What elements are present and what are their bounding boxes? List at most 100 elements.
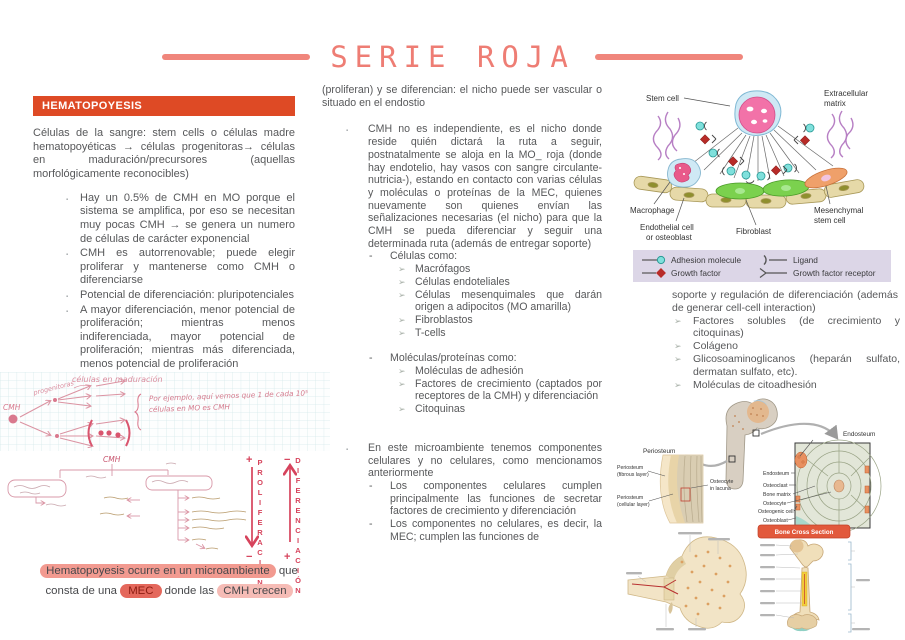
periosteum-strip-labels: Periosteum (fibrous layer) Periosteum (c… bbox=[617, 465, 733, 508]
illegible-handwriting bbox=[13, 462, 189, 507]
list-item: Moléculas de adhesión bbox=[322, 365, 602, 378]
sketch-drawing: CMH células en maduración progenitoras P… bbox=[0, 372, 330, 563]
middle-column: (proliferan) y se diferencian: el nicho … bbox=[322, 84, 602, 544]
periosteum-strip bbox=[659, 454, 704, 524]
svg-text:Osteocyte: Osteocyte bbox=[710, 479, 733, 485]
list-item: Glicosoaminoglicanos (heparán sulfato, d… bbox=[610, 353, 900, 379]
svg-text:−: − bbox=[246, 551, 252, 563]
svg-text:Osteoclast: Osteoclast bbox=[763, 483, 788, 489]
svg-text:(fibrous layer): (fibrous layer) bbox=[617, 472, 649, 478]
growth-factor-icon bbox=[642, 267, 666, 278]
niche-labels: Stem cell Extracellular matrix Macrophag… bbox=[630, 89, 868, 242]
sketch-note-line2: células en MO es CMH bbox=[149, 402, 231, 414]
mesenchymal-label-1: Mesenchymal bbox=[814, 206, 864, 215]
continuation-paragraph: soporte y regulación de diferenciación (… bbox=[672, 289, 898, 314]
svg-text:Bone matrix: Bone matrix bbox=[763, 492, 791, 498]
middle-intro-paragraph: (proliferan) y se diferencian: el nicho … bbox=[322, 84, 602, 109]
list-item: Hay un 0.5% de CMH en MO porque el siste… bbox=[33, 192, 295, 246]
svg-text:+: + bbox=[246, 454, 252, 466]
legend-gf-receptor: Growth factor receptor bbox=[759, 268, 883, 278]
left-intro-paragraph: Células de la sangre: stem cells o célul… bbox=[33, 127, 295, 181]
list-item: Células mesenquimales que darán origen a… bbox=[322, 289, 602, 314]
title-rule-left bbox=[162, 54, 311, 60]
sketch-dots-parens bbox=[87, 419, 131, 447]
svg-text:in lacuna: in lacuna bbox=[710, 486, 731, 492]
adhesion-molecules bbox=[695, 121, 815, 184]
endosteum-arrow-label: Endosteum bbox=[843, 431, 875, 438]
bone-longitudinal-section bbox=[626, 532, 747, 631]
macrophage-cell bbox=[667, 158, 701, 188]
svg-text:Osteocyte: Osteocyte bbox=[763, 501, 786, 507]
list-item: Los componentes no celulares, es decir, … bbox=[322, 518, 602, 543]
legend-ligand: Ligand bbox=[759, 254, 883, 265]
bone-shape bbox=[627, 536, 747, 629]
sketch-brace bbox=[133, 393, 142, 431]
bone-cross-section-badge: Bone Cross Section bbox=[757, 524, 851, 539]
svg-text:Periosteum: Periosteum bbox=[617, 465, 643, 471]
highlight-mec: MEC bbox=[120, 584, 162, 598]
highlighted-summary: Hematopoyesis ocurre en un microambiente… bbox=[34, 561, 304, 601]
legend-label: Adhesion molecule bbox=[671, 254, 742, 265]
svg-text:Osteogenic cell: Osteogenic cell bbox=[758, 509, 793, 515]
svg-text:Osteoblast: Osteoblast bbox=[763, 518, 788, 524]
section-banner: HEMATOPOYESIS bbox=[33, 96, 295, 116]
list-item: Macrófagos bbox=[322, 263, 602, 276]
plain-segment: donde las bbox=[161, 585, 218, 597]
arrow-to-endosteum bbox=[760, 422, 839, 440]
list-item: Factores de crecimiento (captados por re… bbox=[322, 378, 602, 403]
left-column: HEMATOPOYESIS Células de la sangre: stem… bbox=[33, 96, 295, 372]
sublist-label: Moléculas/proteínas como: bbox=[322, 352, 602, 365]
list-item: CMH es autorrenovable; puede elegir prol… bbox=[33, 247, 295, 288]
title-row: SERIE ROJA bbox=[0, 40, 905, 74]
list-item: Citoquinas bbox=[322, 403, 602, 416]
sketch-cmh-label: CMH bbox=[3, 403, 21, 412]
badge-label: Bone Cross Section bbox=[775, 529, 834, 536]
list-item: En este microambiente tenemos componente… bbox=[322, 442, 602, 480]
ligand-icon bbox=[763, 254, 787, 265]
page-title: SERIE ROJA bbox=[330, 40, 575, 74]
sublist-label: Células como: bbox=[322, 250, 602, 263]
ecm-label-2: matrix bbox=[824, 99, 846, 108]
endothelial-label-1: Endothelial cell bbox=[640, 223, 694, 232]
fibroblast-cells bbox=[715, 179, 810, 200]
bone-membranes-diagram: Periosteum Endosteum Periosteum (fibrous… bbox=[617, 398, 882, 533]
femur-top bbox=[725, 398, 778, 490]
svg-text:+: + bbox=[284, 551, 290, 563]
bone-cross-section-frame bbox=[794, 439, 882, 533]
illegible-micro-labels bbox=[760, 541, 870, 633]
cross-section-labels: Endosteum Osteoclast Bone matrix Osteocy… bbox=[758, 439, 832, 524]
niche-legend: Adhesion molecule Ligand Growth factor G… bbox=[633, 250, 891, 282]
svg-text:(cellular layer): (cellular layer) bbox=[617, 502, 650, 508]
plain-segment: que consta de una bbox=[45, 565, 298, 597]
adhesion-molecule-icon bbox=[642, 255, 666, 264]
handwritten-sketch: CMH células en maduración progenitoras P… bbox=[0, 372, 330, 596]
stem-cell-body bbox=[734, 90, 782, 136]
legend-adhesion: Adhesion molecule bbox=[641, 255, 759, 265]
sketch-maduracion-label: células en maduración bbox=[72, 374, 163, 384]
ecm-label-1: Extracellular bbox=[824, 89, 868, 98]
zoom-box-endosteum bbox=[752, 429, 760, 437]
list-item: Colágeno bbox=[610, 340, 900, 353]
legend-label: Ligand bbox=[793, 254, 818, 265]
nutrient-artery bbox=[631, 579, 679, 595]
proliferacion-vertical-label: PROLIFERACIÓN bbox=[255, 458, 265, 588]
list-item: Factores solubles (de crecimiento y cito… bbox=[610, 315, 900, 341]
stem-cell-label: Stem cell bbox=[646, 94, 679, 103]
sketch-tree-lines bbox=[19, 381, 124, 446]
periosteum-arrow-label: Periosteum bbox=[643, 448, 675, 455]
list-item: CMH no es independiente, es el nicho don… bbox=[322, 123, 602, 250]
illegible-micro-labels bbox=[626, 532, 730, 631]
svg-text:Endosteum: Endosteum bbox=[763, 471, 789, 477]
list-item: A mayor diferenciación, menor potencial … bbox=[33, 304, 295, 372]
stem-cell-niche-diagram: Stem cell Extracellular matrix Macrophag… bbox=[630, 89, 868, 242]
right-text-block: soporte y regulación de diferenciación (… bbox=[610, 289, 900, 391]
legend-label: Growth factor bbox=[671, 267, 721, 278]
highlight-segment: Hematopoyesis ocurre en un microambiente bbox=[40, 564, 276, 578]
title-rule-right bbox=[594, 54, 743, 60]
mesenchymal-label-2: stem cell bbox=[814, 216, 846, 225]
macrophage-label: Macrophage bbox=[630, 206, 675, 215]
svg-text:−: − bbox=[284, 454, 290, 466]
left-bullet-list: Hay un 0.5% de CMH en MO porque el siste… bbox=[33, 192, 295, 372]
list-item: Potencial de diferenciación: pluripotenc… bbox=[33, 289, 295, 304]
